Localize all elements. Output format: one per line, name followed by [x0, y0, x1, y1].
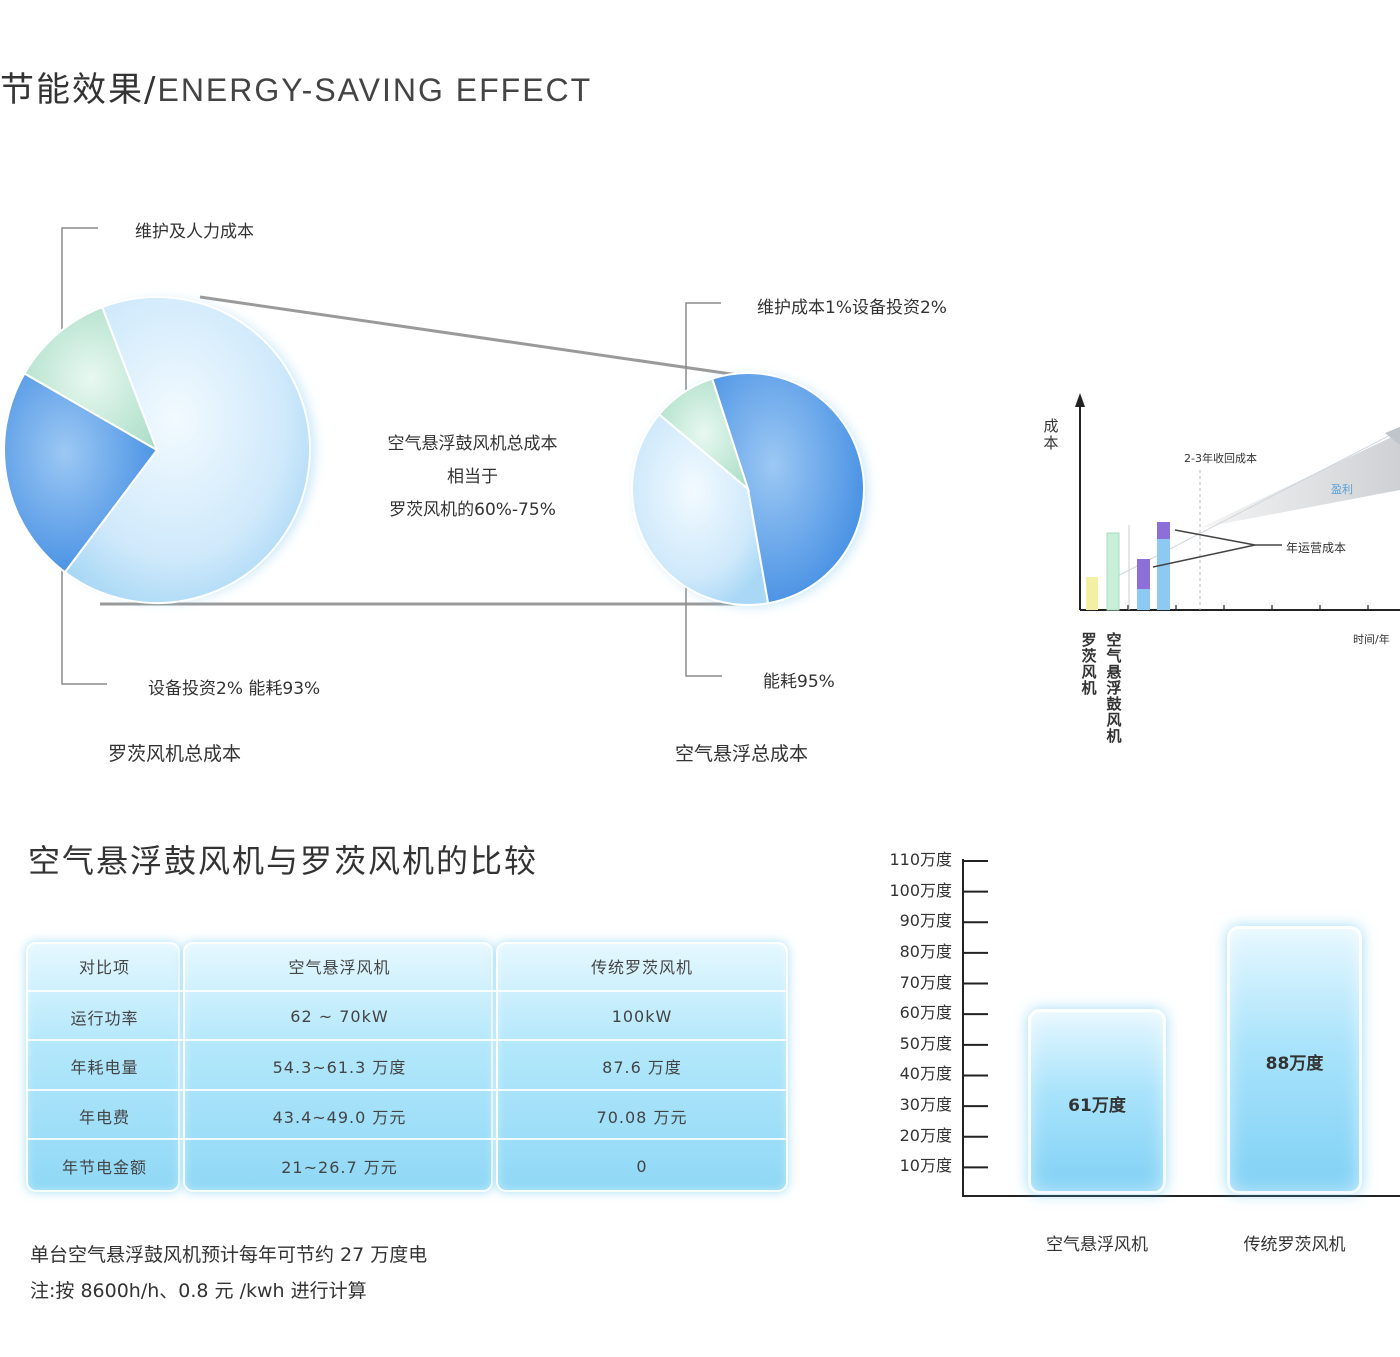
comparison-table: 对比项 空气悬浮风机 传统罗茨风机 运行功率 62 ~ 70kW 100kW 年…: [26, 942, 788, 1192]
energy-bar-value-label: 61万度: [1068, 1095, 1126, 1116]
roots-pie-slice-energy: [63, 296, 311, 604]
table-cell-item: 运行功率: [70, 1008, 139, 1028]
air-pie-bottom-label: 能耗95%: [763, 672, 835, 692]
roots-pie-bottom-label: 设备投资2% 能耗93%: [148, 679, 321, 699]
roi-roots-label: 罗茨风机: [1081, 631, 1097, 697]
air-pie-slice-equipment: [710, 372, 865, 605]
table-cell-item: 年电费: [78, 1107, 130, 1127]
energy-y-tick-label: 50万度: [899, 1033, 952, 1053]
comparison-column-air: [183, 942, 493, 1192]
table-cell-air: 43.4~49.0 万元: [272, 1107, 407, 1127]
table-cell-air: 21~26.7 万元: [281, 1158, 398, 1177]
comparison-column-item: [26, 942, 180, 1192]
roi-profit-label: 盈利: [1331, 483, 1353, 496]
roi-schematic-chart: [1075, 393, 1400, 611]
energy-y-tick-label: 20万度: [899, 1125, 952, 1145]
comparison-header-air: 空气悬浮风机: [288, 958, 391, 977]
energy-chart-axes: [962, 859, 1400, 1197]
table-cell-air: 62 ~ 70kW: [290, 1007, 389, 1026]
roi-bar-air-year2-op: [1157, 522, 1170, 539]
table-cell-roots: 70.08 万元: [596, 1107, 688, 1127]
air-pie-top-label: 维护成本1%设备投资2%: [757, 298, 947, 318]
roi-annual-cost-label: 年运营成本: [1286, 541, 1347, 555]
energy-y-tick-label: 100万度: [889, 880, 952, 900]
roi-bar-air-year2: [1157, 522, 1170, 610]
energy-bar-value-label: 88万度: [1265, 1054, 1324, 1075]
energy-y-tick-label: 40万度: [899, 1064, 952, 1084]
air-pie: [631, 372, 865, 606]
cost-ratio-note-line-2: 相当于: [447, 467, 498, 487]
energy-category-label: 传统罗茨风机: [1243, 1235, 1346, 1255]
air-pie-caption: 空气悬浮总成本: [675, 743, 809, 765]
roi-profit-cone: [1200, 433, 1400, 528]
energy-y-tick-label: 80万度: [899, 941, 952, 961]
energy-y-ticks: [963, 860, 988, 1169]
pie-connector-top-line: [199, 295, 739, 377]
energy-bar: 88万度: [1227, 926, 1362, 1194]
pie-comparison-graphic: [3, 227, 867, 685]
cost-ratio-note: 空气悬浮鼓风机总成本 相当于 罗茨风机的60%-75%: [370, 428, 575, 527]
table-cell-roots: 87.6 万度: [602, 1058, 682, 1077]
table-cell-roots: 100kW: [611, 1007, 673, 1026]
roots-pie-caption: 罗茨风机总成本: [108, 743, 242, 765]
energy-y-tick-label: 60万度: [899, 1003, 952, 1023]
comparison-header-roots: 传统罗茨风机: [590, 958, 693, 977]
air-pie-slice-maintenance: [657, 377, 751, 493]
roi-y-label: 成本: [1043, 417, 1059, 452]
calculation-note: 注:按 8600h/h、0.8 元 /kwh 进行计算: [30, 1280, 367, 1302]
roi-bar-air: [1106, 532, 1120, 611]
table-cell-air: 54.3~61.3 万度: [272, 1058, 407, 1077]
table-row: 年电费 43.4~49.0 万元 70.08 万元: [26, 1089, 788, 1140]
savings-note: 单台空气悬浮鼓风机预计每年可节约 27 万度电: [30, 1244, 428, 1266]
energy-y-tick-label: 30万度: [899, 1095, 952, 1115]
roi-x-ticks: [1127, 605, 1369, 610]
roi-bar-roots-year2-op: [1137, 559, 1150, 589]
roi-bar-roots: [1086, 577, 1098, 610]
comparison-header-row: 对比项 空气悬浮风机 传统罗茨风机: [26, 942, 788, 990]
energy-bar-chart: 10万度 20万度 30万度 40万度 50万度 60万度 70万度 80万度 90万度 100万…: [880, 850, 1400, 1270]
roi-x-label: 时间/年: [1353, 633, 1390, 646]
page-title-separator: /: [144, 70, 158, 110]
comparison-title: 空气悬浮鼓风机与罗茨风机的比较: [28, 842, 539, 880]
energy-bar: 61万度: [1028, 1009, 1166, 1194]
roi-y-axis-arrow-icon: [1075, 393, 1085, 407]
table-cell-item: 年耗电量: [70, 1058, 139, 1077]
page-title-en: ENERGY-SAVING EFFECT: [157, 72, 593, 108]
roots-pie-slice-maintenance: [23, 305, 159, 453]
roi-payback-label: 2-3年收回成本: [1184, 452, 1257, 465]
roi-air-label: 空气悬浮鼓风机: [1106, 631, 1122, 745]
energy-y-tick-label: 90万度: [899, 911, 952, 931]
roi-profit-arrow-icon: [1385, 427, 1400, 445]
cost-ratio-note-line-1: 空气悬浮鼓风机总成本: [387, 434, 558, 454]
page-title: 节能效果/ENERGY-SAVING EFFECT: [0, 62, 592, 111]
table-cell-roots: 0: [636, 1156, 648, 1176]
roots-pie-top-label: 维护及人力成本: [135, 222, 254, 242]
roots-pie-slice-equipment: [3, 372, 159, 574]
comparison-column-roots: [496, 942, 788, 1192]
energy-y-tick-label: 70万度: [899, 972, 952, 992]
table-cell-item: 年节电金额: [61, 1158, 147, 1177]
comparison-header-item: 对比项: [78, 958, 130, 977]
page-title-cn: 节能效果: [0, 70, 144, 110]
energy-category-label: 空气悬浮风机: [1046, 1235, 1148, 1255]
table-row: 年耗电量 54.3~61.3 万度 87.6 万度: [26, 1039, 788, 1091]
roots-pie: [3, 296, 311, 604]
table-row: 年节电金额 21~26.7 万元 0: [26, 1138, 788, 1192]
air-pie-slice-energy: [631, 413, 770, 606]
table-row: 运行功率 62 ~ 70kW 100kW: [26, 990, 788, 1041]
energy-y-tick-label: 10万度: [899, 1156, 952, 1176]
energy-y-tick-label: 110万度: [889, 850, 952, 869]
cost-ratio-note-line-3: 罗茨风机的60%-75%: [389, 500, 556, 520]
